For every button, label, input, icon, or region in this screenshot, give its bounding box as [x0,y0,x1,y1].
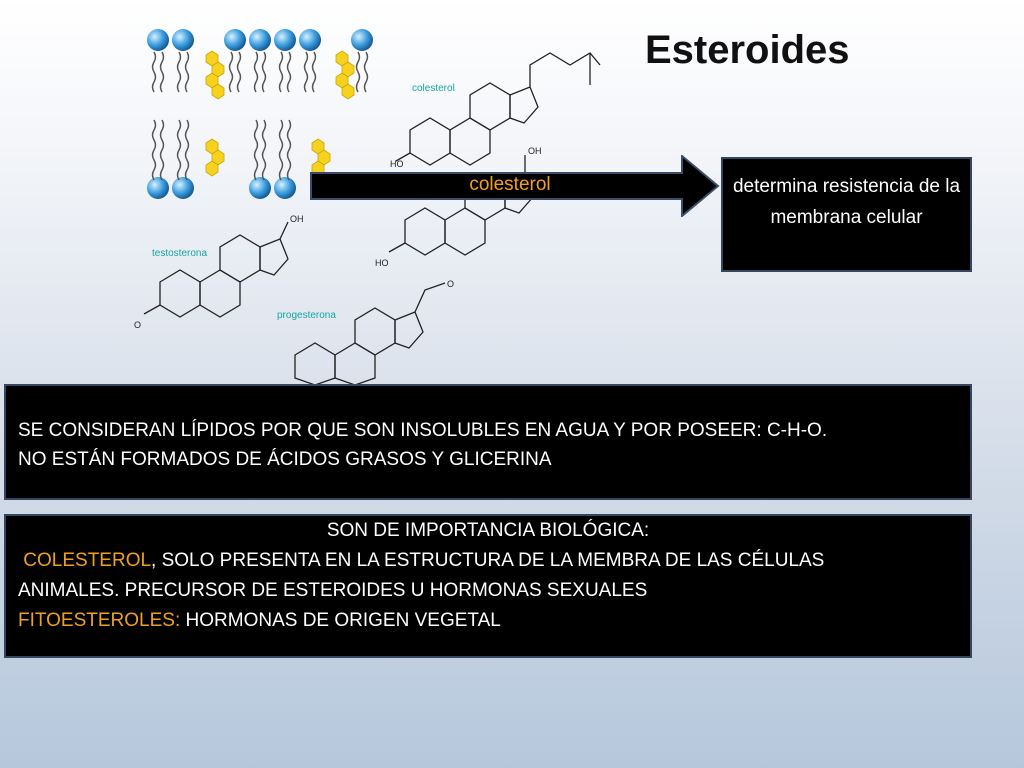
svg-text:O: O [447,279,454,289]
cholesterol-structure: HO [390,52,601,169]
phospholipid-tails [151,51,369,181]
membrane-illustration [147,29,373,199]
phytosterol-term: FITOESTEROLES: [18,610,181,631]
cholesterol-text: SOLO PRESENTA EN LA ESTRUCTURA DE LA MEM… [156,550,825,571]
cholesterol-comma: , [151,550,157,571]
info-line-1: SE CONSIDERAN LÍPIDOS POR QUE SON INSOLU… [18,420,828,441]
progesterone-label: progesterona [277,310,336,321]
precursor-line: ANIMALES. PRECURSOR DE ESTEROIDES U HORM… [18,580,648,601]
svg-text:HO: HO [390,159,404,169]
testosterone-structure: OH O [134,214,304,330]
cholesterol-term: COLESTEROL [23,550,152,571]
definition-text: determina resistencia de la membrana cel… [732,176,961,228]
phospholipid-heads-top [147,29,373,51]
arrow-label: colesterol [469,174,551,195]
svg-text:OH: OH [528,146,542,156]
arrow-shape [310,155,720,217]
info-line-2: NO ESTÁN FORMADOS DE ÁCIDOS GRASOS Y GLI… [18,449,552,470]
cholesterol-molecules [205,50,355,177]
phytosterol-line: FITOESTEROLES: HORMONAS DE ORIGEN VEGETA… [18,606,970,636]
cholesterol-line: COLESTEROL, SOLO PRESENTA EN LA ESTRUCTU… [18,546,970,576]
cholesterol-label: colesterol [412,83,455,94]
info-box-lipids: SE CONSIDERAN LÍPIDOS POR QUE SON INSOLU… [4,384,972,500]
importance-heading: SON DE IMPORTANCIA BIOLÓGICA: [326,520,650,541]
definition-box: determina resistencia de la membrana cel… [721,157,972,272]
svg-text:HO: HO [375,258,389,268]
phospholipid-heads-bottom [147,177,296,199]
phytosterol-text: HORMONAS DE ORIGEN VEGETAL [180,610,501,631]
svg-text:O: O [134,320,141,330]
progesterone-structure: O [294,279,454,385]
info-box-importance: SON DE IMPORTANCIA BIOLÓGICA: COLESTEROL… [4,514,972,658]
testosterone-label: testosterona [152,248,208,259]
svg-text:OH: OH [290,214,304,224]
slide-title: Esteroides [645,28,850,72]
